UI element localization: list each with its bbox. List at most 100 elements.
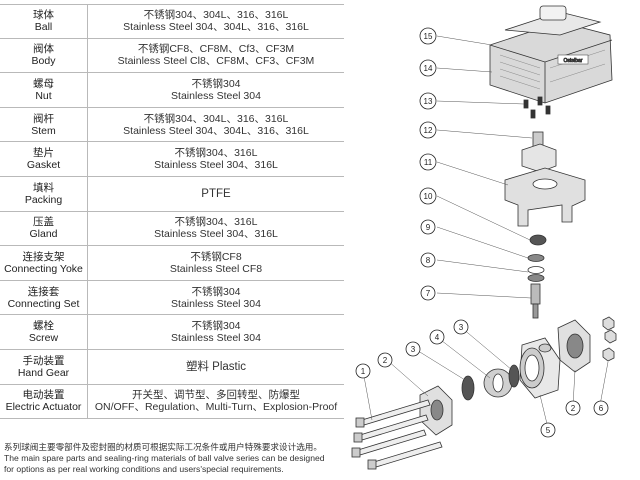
part-name-cn: 手动装置 xyxy=(22,354,65,367)
callout-3-left: 3 xyxy=(411,345,416,354)
callout-10: 10 xyxy=(424,192,433,201)
material-en: Stainless Steel 304、304L、316、316L xyxy=(123,21,309,34)
callout-15: 15 xyxy=(424,32,433,41)
material-en: Stainless Steel 304 xyxy=(171,297,261,310)
footnote-cn: 系列球阀主要零部件及密封圈的材质可根据实际工况条件或用户特殊要求设计选用。 xyxy=(4,442,322,452)
part-name-cn: 螺母 xyxy=(33,77,54,90)
callout-2-right: 2 xyxy=(571,404,576,413)
part-material: PTFE xyxy=(88,177,344,211)
exploded-view-svg: Ostelbar xyxy=(351,5,617,470)
material-en: Stainless Steel 304 xyxy=(171,89,261,102)
callout-8: 8 xyxy=(426,256,431,265)
seat-3-left xyxy=(461,375,475,401)
part-name-en: Body xyxy=(31,55,56,68)
part-name-cn: 球体 xyxy=(33,9,54,22)
electric-actuator: Ostelbar xyxy=(489,5,613,104)
part-name-en: Gland xyxy=(29,228,58,241)
callout-1: 1 xyxy=(361,367,366,376)
part-name-en: Hand Gear xyxy=(17,366,70,379)
callout-5: 5 xyxy=(546,426,551,435)
footnote-en-line2: for options as per real working conditio… xyxy=(4,464,284,474)
part-name-cn: 垫片 xyxy=(33,147,54,160)
part-name-cn: 填料 xyxy=(33,181,54,194)
material-en: Stainless Steel Cl8、CF8M、CF3、CF3M xyxy=(117,55,315,68)
material-cn: 不锈钢304 xyxy=(191,320,241,333)
part-name-cn: 螺栓 xyxy=(33,320,54,333)
callout-4: 4 xyxy=(435,333,440,342)
part-name-en: Ball xyxy=(34,21,53,34)
material-en: Stainless Steel 304、316L xyxy=(154,159,278,172)
callout-7: 7 xyxy=(426,289,431,298)
callout-6: 6 xyxy=(599,404,604,413)
part-name-en: Gasket xyxy=(26,159,61,172)
material-cn: 不锈钢304 xyxy=(191,77,241,90)
part-name-cn: 电动装置 xyxy=(22,389,65,402)
material-en: Stainless Steel 304 xyxy=(171,332,261,345)
long-bolts-1 xyxy=(351,399,443,470)
exploded-diagram: Ostelbar xyxy=(346,0,640,480)
material-single: PTFE xyxy=(201,187,231,200)
valve-body-5 xyxy=(519,337,561,399)
part-material: 塑料 Plastic xyxy=(88,350,344,384)
gland-10 xyxy=(529,234,547,246)
material-cn: 不锈钢304、304L、316、316L xyxy=(143,9,289,22)
material-cn: 不锈钢CF8、CF8M、Cf3、CF3M xyxy=(137,43,295,56)
part-name-cn: 压盖 xyxy=(33,216,54,229)
callout-11: 11 xyxy=(424,158,433,167)
material-cn: 不锈钢CF8 xyxy=(190,250,242,263)
part-name-en: Connecting Set xyxy=(7,297,80,310)
actuator-badge: Ostelbar xyxy=(564,58,583,64)
callout-13: 13 xyxy=(424,97,433,106)
column-divider xyxy=(87,4,88,419)
callout-12: 12 xyxy=(424,126,433,135)
callout-9: 9 xyxy=(426,223,431,232)
gasket-8 xyxy=(527,266,545,274)
part-name-en: Nut xyxy=(35,89,52,102)
callout-3-right: 3 xyxy=(459,323,464,332)
nuts-6 xyxy=(602,316,617,362)
yoke-11 xyxy=(504,167,586,227)
material-cn: 不锈钢304、316L xyxy=(174,216,258,229)
stem-7 xyxy=(530,283,541,319)
part-name-en: Electric Actuator xyxy=(5,401,82,414)
part-name-en: Packing xyxy=(24,193,63,206)
part-name-cn: 阀杆 xyxy=(33,112,54,125)
callout-14: 14 xyxy=(424,64,433,73)
material-en: ON/OFF、Regulation、Multi-Turn、Explosion-P… xyxy=(94,401,338,414)
material-cn: 不锈钢304、304L、316、316L xyxy=(143,112,289,125)
footnote: 系列球阀主要零部件及密封圈的材质可根据实际工况条件或用户特殊要求设计选用。 Th… xyxy=(4,442,349,475)
part-name-cn: 连接套 xyxy=(27,285,60,298)
part-name-en: Stem xyxy=(31,124,56,137)
part-name-cn: 连接支架 xyxy=(22,250,65,263)
packing-9 xyxy=(527,254,545,262)
material-en: Stainless Steel 304、316L xyxy=(154,228,278,241)
